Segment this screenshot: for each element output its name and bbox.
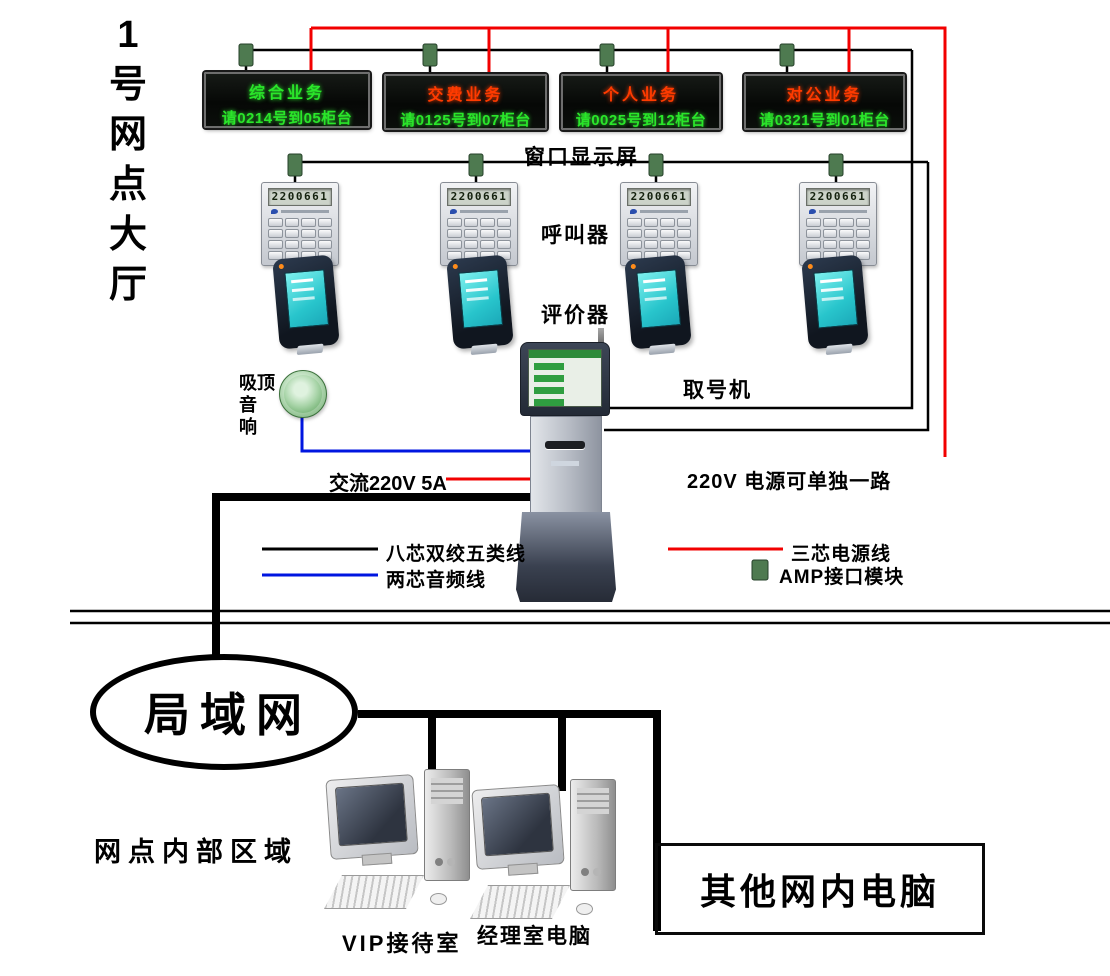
legend-audio-label: 两芯音频线 bbox=[386, 570, 487, 591]
window-displays-caption: 窗口显示屏 bbox=[524, 146, 639, 169]
amp-module-icon bbox=[599, 43, 615, 67]
lan-node: 局域网 bbox=[90, 654, 358, 770]
pc-screen bbox=[334, 782, 408, 847]
workstation-label-manager: 经理室电脑 bbox=[477, 925, 592, 948]
ceiling-speaker-icon bbox=[279, 370, 327, 418]
audio-wire bbox=[300, 414, 532, 453]
amp-module-icon bbox=[648, 153, 664, 177]
evaluator-device-3 bbox=[624, 254, 692, 350]
page-title-char: 号 bbox=[108, 64, 147, 106]
caller-lcd: 2200661 bbox=[268, 188, 332, 206]
amp-module-icon bbox=[422, 43, 438, 67]
workstation-manager-computer bbox=[470, 773, 622, 931]
pc-screen bbox=[480, 792, 554, 857]
other-computers-box: 其他网内电脑 bbox=[655, 843, 985, 935]
window-display-2: 交费业务 请0125号到07柜台 bbox=[384, 74, 547, 130]
pc-tower-icon bbox=[424, 769, 470, 881]
pc-monitor-icon bbox=[325, 774, 419, 860]
display-service-text: 个人业务 bbox=[602, 87, 679, 104]
window-display-1: 综合业务 请0214号到05柜台 bbox=[204, 72, 370, 128]
lan-label: 局域网 bbox=[144, 689, 312, 741]
evaluator-screen bbox=[458, 269, 504, 329]
evaluator-device-1 bbox=[272, 254, 340, 350]
kiosk-caption: 取号机 bbox=[683, 379, 752, 402]
pc-monitor-icon bbox=[471, 784, 565, 870]
internal-area-label: 网点内部区域 bbox=[94, 837, 298, 867]
pc-mouse-icon bbox=[576, 903, 593, 915]
caller-device-1: 2200661 bbox=[261, 182, 339, 266]
workstation-vip-computer bbox=[324, 763, 476, 921]
pc-keyboard-icon bbox=[470, 885, 570, 919]
display-service-text: 综合业务 bbox=[248, 85, 325, 102]
page-title-char: 网 bbox=[108, 114, 147, 156]
display-call-message: 请0025号到12柜台 bbox=[575, 112, 707, 129]
kiosk-base bbox=[516, 512, 616, 602]
speaker-caption-line: 吸顶 bbox=[239, 373, 275, 393]
caller-keypad bbox=[268, 218, 332, 260]
lan-trunk-wire bbox=[212, 493, 661, 931]
kiosk-touchscreen bbox=[528, 349, 602, 407]
amp-module-icon bbox=[287, 153, 303, 177]
pc-mouse-icon bbox=[430, 893, 447, 905]
amp-module-icon bbox=[779, 43, 795, 67]
amp-module-icon bbox=[468, 153, 484, 177]
kiosk-ticket-slot-panel bbox=[530, 416, 602, 514]
evaluator-screen bbox=[636, 269, 682, 329]
window-display-4: 对公业务 请0321号到01柜台 bbox=[744, 74, 905, 130]
callers-caption: 呼叫器 bbox=[541, 224, 610, 247]
ac-power-label: 交流220V 5A bbox=[329, 473, 447, 495]
caller-lcd: 2200661 bbox=[447, 188, 511, 206]
pc-keyboard-icon bbox=[324, 875, 424, 909]
caller-brand-strip bbox=[630, 208, 688, 214]
window-display-3: 个人业务 请0025号到12柜台 bbox=[561, 74, 721, 130]
ceiling-speaker-caption: 吸顶 音 响 bbox=[239, 372, 281, 438]
caller-keypad bbox=[806, 218, 870, 260]
page-title: 1 号 网 点 大 厅 bbox=[100, 10, 156, 310]
amp-modules bbox=[238, 43, 844, 581]
caller-lcd: 2200661 bbox=[627, 188, 691, 206]
caller-brand-strip bbox=[450, 208, 508, 214]
caller-device-4: 2200661 bbox=[799, 182, 877, 266]
legend-amp-label: AMP接口模块 bbox=[779, 567, 905, 588]
evaluators-caption: 评价器 bbox=[541, 304, 610, 327]
section-divider-lines bbox=[70, 609, 1110, 625]
caller-device-2: 2200661 bbox=[440, 182, 518, 266]
legend-power-label: 三芯电源线 bbox=[791, 544, 892, 565]
amp-module-icon bbox=[828, 153, 844, 177]
legend-sample-lines bbox=[262, 547, 783, 577]
page-title-char: 1 bbox=[117, 14, 139, 56]
display-service-text: 对公业务 bbox=[786, 87, 863, 104]
speaker-caption-line: 响 bbox=[239, 417, 257, 437]
page-title-char: 大 bbox=[108, 214, 147, 256]
other-computers-label: 其他网内电脑 bbox=[699, 871, 940, 912]
caller-keypad bbox=[627, 218, 691, 260]
evaluator-device-2 bbox=[446, 254, 514, 350]
legend-cat5-label: 八芯双绞五类线 bbox=[386, 544, 527, 565]
power-note-label: 220V 电源可单独一路 bbox=[687, 471, 892, 493]
kiosk-printer-arm bbox=[598, 328, 604, 346]
evaluator-screen bbox=[284, 269, 330, 329]
kiosk-screen-head bbox=[520, 342, 610, 416]
legend-amp-module-icon bbox=[751, 559, 769, 581]
workstation-label-vip: VIP接待室 bbox=[342, 931, 462, 956]
amp-module-icon bbox=[238, 43, 254, 67]
speaker-caption-line: 音 bbox=[239, 395, 257, 415]
display-service-text: 交费业务 bbox=[427, 87, 504, 104]
page-title-char: 厅 bbox=[108, 264, 147, 306]
pc-tower-icon bbox=[570, 779, 616, 891]
caller-brand-strip bbox=[271, 208, 329, 214]
caller-device-3: 2200661 bbox=[620, 182, 698, 266]
display-call-message: 请0125号到07柜台 bbox=[400, 112, 531, 129]
display-call-message: 请0214号到05柜台 bbox=[221, 110, 353, 127]
caller-keypad bbox=[447, 218, 511, 260]
caller-lcd: 2200661 bbox=[806, 188, 870, 206]
evaluator-device-4 bbox=[801, 254, 869, 350]
page-title-char: 点 bbox=[108, 164, 147, 206]
display-call-message: 请0321号到01柜台 bbox=[759, 112, 890, 129]
caller-brand-strip bbox=[809, 208, 867, 214]
evaluator-screen bbox=[813, 269, 859, 329]
power-wire bbox=[309, 26, 947, 481]
